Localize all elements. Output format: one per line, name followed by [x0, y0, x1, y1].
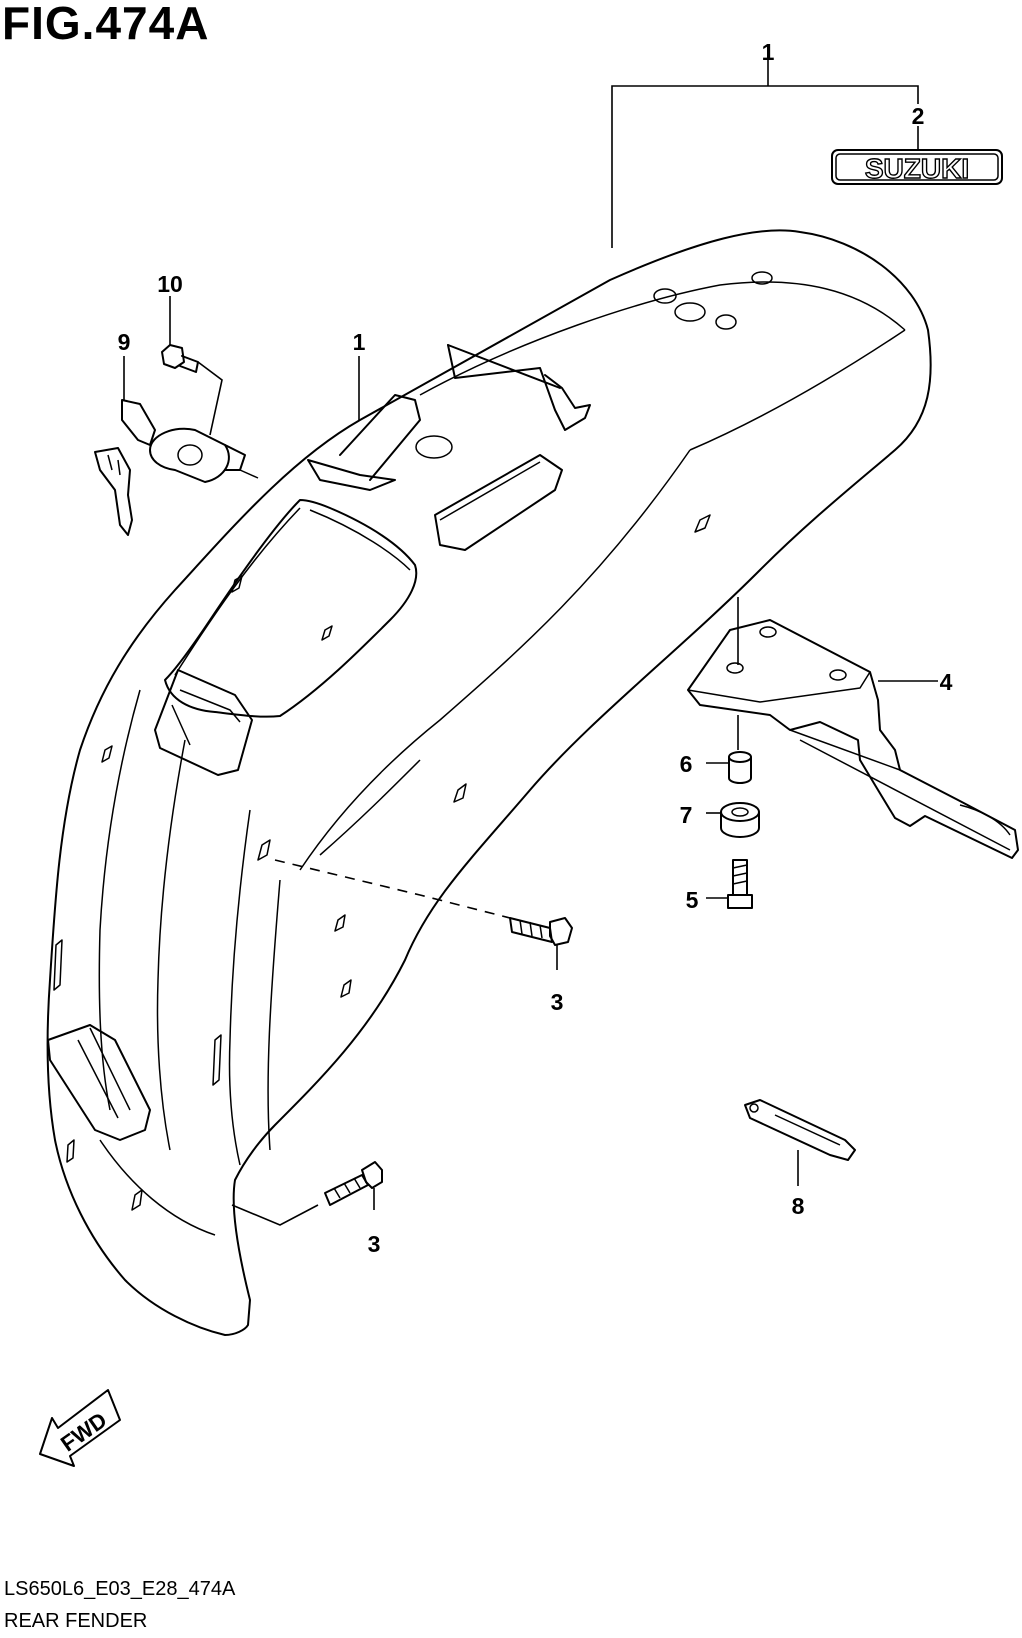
callout-2: 2: [912, 103, 925, 129]
wire-clamp: [744, 1099, 856, 1161]
rear-fender: [46, 229, 932, 1336]
figure-title: FIG.474A: [2, 0, 210, 49]
emblem-text: SUZUKI: [865, 153, 969, 184]
fwd-direction-arrow: FWD: [39, 1389, 121, 1467]
drawing-code: LS650L6_E03_E28_474A: [4, 1578, 236, 1600]
fender-bracket: [687, 619, 1019, 859]
callout-1-top: 1: [762, 39, 775, 65]
callout-7: 7: [680, 802, 693, 828]
callouts: 1 2 1 10 9 4 6 7 5 3 3 8: [118, 39, 953, 1257]
callout-3-lower: 3: [368, 1231, 381, 1257]
callout-10: 10: [157, 271, 183, 297]
suzuki-emblem: SUZUKI: [831, 149, 1003, 185]
bolt-3-lower: [324, 1161, 383, 1206]
screw-10: [161, 344, 199, 373]
rubber-grommet: [720, 802, 760, 838]
callout-9: 9: [118, 329, 131, 355]
callout-6: 6: [680, 751, 693, 777]
callout-1-mid: 1: [353, 329, 366, 355]
bolt-3-upper: [509, 917, 573, 946]
callout-4: 4: [940, 669, 953, 695]
bolt-5: [727, 859, 753, 909]
callout-3-upper: 3: [551, 989, 564, 1015]
leader-lines: [123, 60, 938, 1226]
key-set: [94, 399, 259, 536]
drawing-name: REAR FENDER: [4, 1610, 148, 1632]
callout-5: 5: [686, 887, 699, 913]
callout-8: 8: [792, 1193, 805, 1219]
spacer-collar: [728, 751, 752, 784]
fwd-label: FWD: [56, 1407, 111, 1456]
